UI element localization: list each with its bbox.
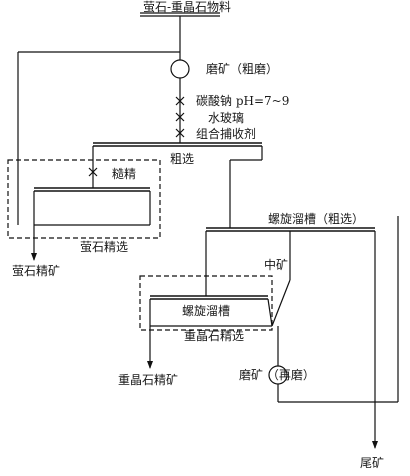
grinding-coarse-symbol <box>170 59 190 79</box>
barite-concentrate-label: 重晶石精矿 <box>118 373 179 387</box>
spiral-rougher-label: 螺旋溜槽（粗选） <box>268 212 365 226</box>
middlings-slant-line <box>271 279 291 327</box>
middlings-label: 中矿 <box>264 258 289 272</box>
grinding-coarse-label: 磨矿（粗磨） <box>206 62 279 76</box>
spiral-cleaning-label: 螺旋溜槽 <box>182 304 231 318</box>
reagent-cross-1 <box>175 96 185 106</box>
reagent-label-3: 组合捕收剂 <box>196 127 257 141</box>
reagent-cross-4 <box>88 167 98 177</box>
reagent-label-1: 碳酸钠 pH=7~9 <box>196 94 290 108</box>
fluorite-concentrate-label: 萤石精矿 <box>12 264 61 278</box>
barite-cleaning-box <box>139 275 273 331</box>
rougher-label: 粗选 <box>170 152 195 166</box>
reagent-cross-2 <box>175 112 185 122</box>
fluorite-cleaning-label: 萤石精选 <box>80 240 129 254</box>
reagent-label-2: 水玻璃 <box>208 111 245 125</box>
barite-cleaning-label: 重晶石精选 <box>184 329 245 343</box>
rough-concentrate-label: 糙精 <box>112 167 137 181</box>
reagent-cross-3 <box>175 128 185 138</box>
regrinding-label: 磨矿 （再磨） <box>239 368 315 382</box>
fluorite-cleaning-box <box>7 159 161 239</box>
feed-title: 萤石-重晶石物料 <box>143 0 232 14</box>
tailings-label: 尾矿 <box>360 456 385 470</box>
spiral-cell-right <box>267 298 273 327</box>
